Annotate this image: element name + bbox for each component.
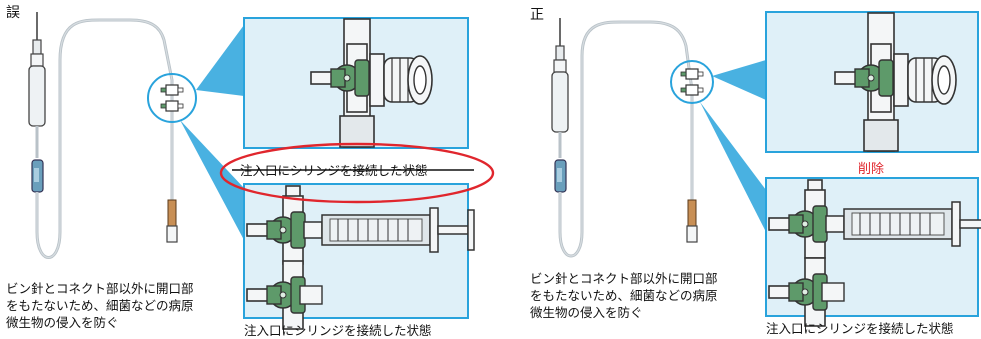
wrong-description: ビン針とコネクト部以外に開口部 をもたないため、細菌などの病原 微生物の侵入を防… bbox=[6, 281, 194, 330]
correct-label: 正 bbox=[530, 7, 544, 23]
struck-caption: 注入口にシリンジを接続した状態 bbox=[240, 163, 428, 178]
wrong-zoom-panel-bottom bbox=[243, 183, 475, 330]
correct-bottom-caption: 注入口にシリンジを接続した状態 bbox=[766, 321, 954, 336]
callout-wedge-top-right bbox=[712, 60, 766, 100]
correct-zoom-panel-top bbox=[765, 11, 979, 153]
correct-zoom-panel-bottom bbox=[765, 177, 981, 327]
wrong-zoom-panel-top bbox=[243, 17, 469, 149]
callout-wedge-top bbox=[196, 25, 244, 96]
deleted-note: 削除 bbox=[858, 162, 885, 177]
callout-wedge-bottom bbox=[180, 120, 244, 240]
correct-description: ビン針とコネクト部以外に開口部 をもたないため、細菌などの病原 微生物の侵入を防… bbox=[530, 271, 718, 320]
correct-iv-set bbox=[551, 18, 714, 258]
wrong-label: 誤 bbox=[6, 5, 20, 21]
callout-wedge-bottom-right bbox=[700, 102, 766, 232]
wrong-bottom-caption: 注入口にシリンジを接続した状態 bbox=[244, 323, 432, 338]
red-highlight-ring bbox=[219, 142, 495, 204]
wrong-iv-set bbox=[28, 12, 197, 259]
